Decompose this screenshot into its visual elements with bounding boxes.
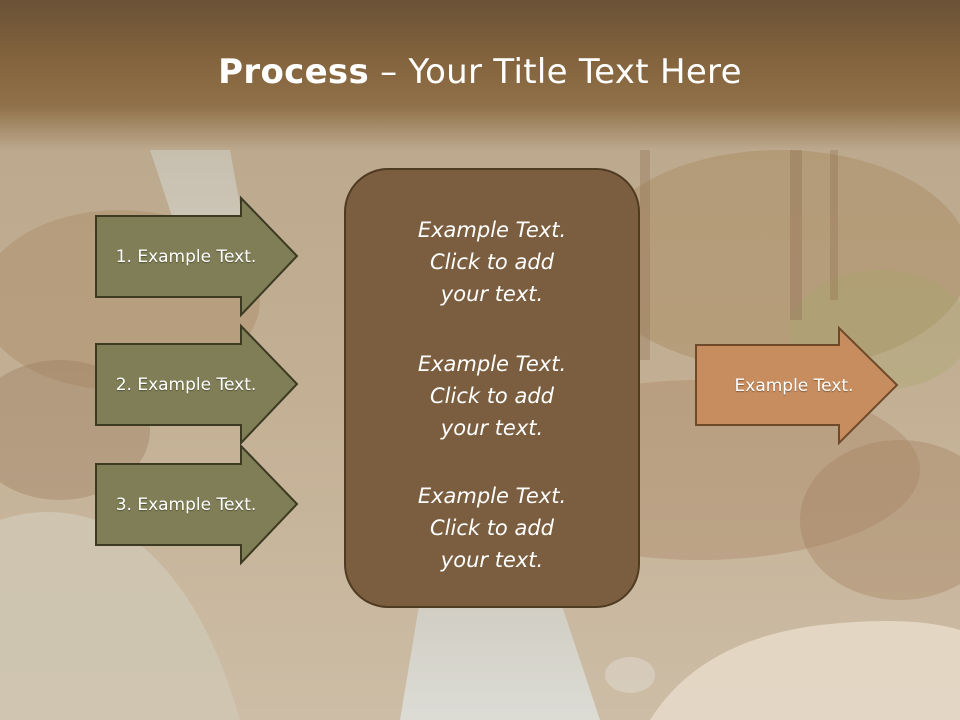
right-arrow[interactable]: Example Text. xyxy=(695,325,899,446)
center-block-3-line-2: Click to add xyxy=(429,516,554,540)
center-block-2-line-3: your text. xyxy=(440,416,544,440)
left-arrow-3[interactable]: 3. Example Text. xyxy=(95,443,299,566)
center-block-1: Example Text. Click to add your text. xyxy=(346,214,638,310)
arrow-shape xyxy=(95,323,299,446)
arrow-shape xyxy=(95,195,299,318)
center-block-2-line-2: Click to add xyxy=(429,384,554,408)
right-arrow-label: Example Text. xyxy=(734,376,854,396)
title-bar xyxy=(0,0,960,150)
center-text-box[interactable]: Example Text. Click to add your text. Ex… xyxy=(344,168,640,608)
center-block-1-line-2: Click to add xyxy=(429,250,554,274)
center-block-2: Example Text. Click to add your text. xyxy=(346,348,638,444)
title-rest: – Your Title Text Here xyxy=(369,52,742,92)
left-arrow-2-label: 2. Example Text. xyxy=(115,375,257,395)
title-bold: Process xyxy=(218,52,370,92)
arrow-shape xyxy=(95,443,299,566)
center-block-3-line-3: your text. xyxy=(440,548,544,572)
left-arrow-2[interactable]: 2. Example Text. xyxy=(95,323,299,446)
left-arrow-1[interactable]: 1. Example Text. xyxy=(95,195,299,318)
left-arrow-1-label: 1. Example Text. xyxy=(115,247,257,267)
left-arrow-3-label: 3. Example Text. xyxy=(115,495,257,515)
center-block-3: Example Text. Click to add your text. xyxy=(346,480,638,576)
center-block-1-line-3: your text. xyxy=(440,282,544,306)
center-block-2-line-1: Example Text. xyxy=(417,352,567,376)
slide-title[interactable]: Process – Your Title Text Here xyxy=(0,52,960,92)
center-block-1-line-1: Example Text. xyxy=(417,218,567,242)
arrow-shape xyxy=(695,325,899,446)
center-block-3-line-1: Example Text. xyxy=(417,484,567,508)
